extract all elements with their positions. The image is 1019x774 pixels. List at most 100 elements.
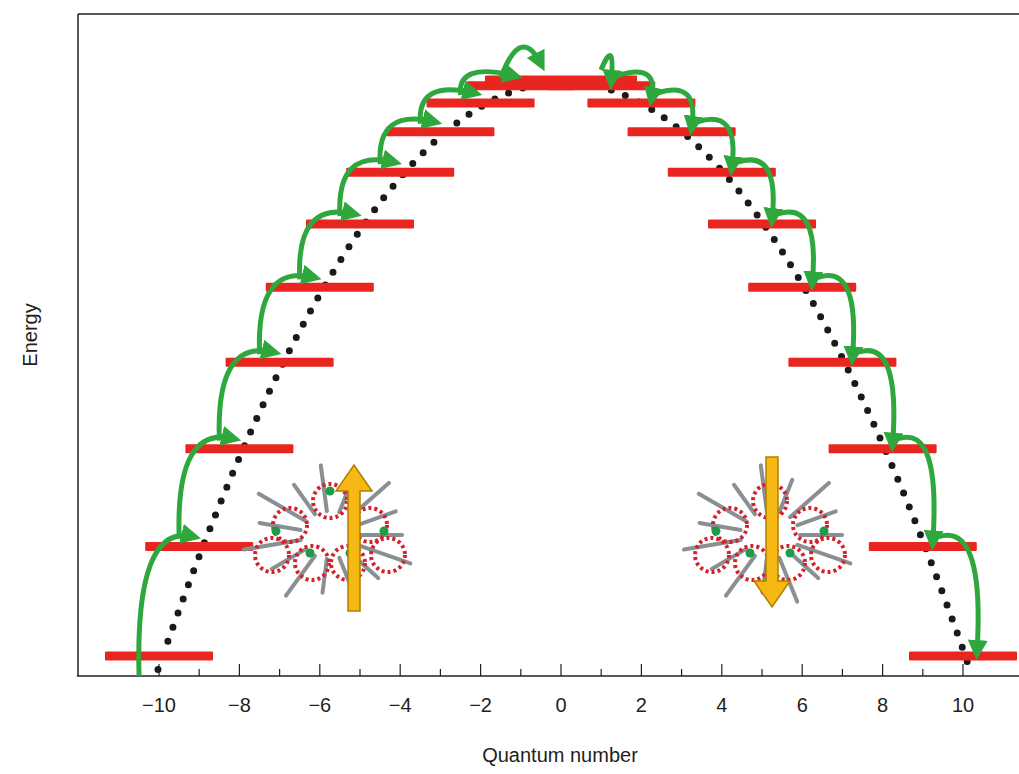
metal-atom [820,527,829,536]
axis-title: Quantum number [482,745,638,765]
energy-level [668,168,776,177]
ligand-stick [357,511,395,525]
energy-level [306,220,414,229]
energy-level [346,168,454,177]
spin-arrow [754,457,790,607]
tunnelling-arrow [657,90,692,128]
tunnelling-arrow [300,212,354,279]
axis-tick [560,664,561,676]
metal-atom [380,527,389,536]
tick-label: −10 [142,695,176,715]
oxo-ring [255,538,289,572]
axis-tick [520,669,521,676]
tick-label: 2 [636,695,647,715]
axis-tick [761,669,762,676]
metal-atom [326,487,335,496]
tunnelling-arrow [501,47,541,78]
axis-tick [922,669,923,676]
tunnelling-arrow [939,535,978,652]
axis-tick [601,669,602,676]
molecule-icon [244,465,410,611]
tick-label: 6 [797,695,808,715]
axis-tick [359,669,360,676]
metal-atom [306,549,315,558]
tunnelling-arrow [899,437,934,542]
tick-label: −4 [389,695,412,715]
ligand-stick [321,465,327,511]
energy-level [266,283,374,292]
potential-curve [158,82,970,670]
energy-level [427,99,535,108]
energy-level [708,220,816,229]
molecule-icon [684,457,850,607]
energy-level [547,81,655,90]
tunnelling-arrow [179,437,233,538]
axis-tick [480,664,481,676]
oxo-ring [811,538,845,572]
metal-atom [712,527,721,536]
energy-level [909,652,1017,661]
axis-tick [400,664,401,676]
tick-label: 8 [877,695,888,715]
tick-label: −8 [228,695,251,715]
tunnelling-arrow [818,276,853,359]
tunnelling-arrow [738,160,773,220]
ligand-stick [259,494,306,521]
axis-tick [802,664,803,676]
oxo-ring [295,546,329,580]
ligand-stick [797,511,835,525]
spin-arrow [336,465,372,611]
tunnelling-arrow [219,351,273,441]
tunnelling-arrow [617,72,652,99]
top-border [78,13,1019,15]
tunnelling-arrow [778,212,813,283]
oxo-ring [735,546,769,580]
tick-label: −6 [308,695,331,715]
axis-tick [882,664,883,676]
tunnelling-arrow [139,535,193,676]
axis-title: Energy [20,303,40,366]
tick-label: 10 [952,695,974,715]
axis-tick [721,664,722,676]
axis-tick [239,664,240,676]
axis-tick [681,669,682,676]
energy-level [226,358,334,367]
ligand-stick [700,523,741,530]
tunnelling-arrow [698,119,733,168]
y-axis [77,14,79,676]
axis-tick [962,664,963,676]
tick-label: 0 [555,695,566,715]
tunnelling-arrow [858,351,893,445]
plot-frame [77,14,1019,676]
axis-tick [319,664,320,676]
energy-level [628,127,736,136]
tick-label: 4 [716,695,727,715]
ligand-stick [260,523,301,530]
oxo-ring [713,508,747,542]
x-axis [77,675,1019,677]
tick-label: −2 [469,695,492,715]
axis-tick [199,669,200,676]
axis-tick [842,669,843,676]
tunnelling-arrow [380,119,434,164]
tunnelling-arrow [340,160,394,216]
oxo-ring [273,508,307,542]
metal-atom [786,549,795,558]
tunnelling-arrow [420,90,474,124]
tunnelling-arrow [460,72,514,95]
tunnelling-arrow [601,56,612,82]
tunnelling-arrow [259,275,313,354]
oxo-ring [695,538,729,572]
energy-level [386,127,494,136]
energy-level [105,652,213,661]
energy-level [748,283,856,292]
axis-tick [440,669,441,676]
ligand-stick [699,494,746,521]
energy-level [587,99,695,108]
metal-atom [746,549,755,558]
axis-tick [641,664,642,676]
oxo-ring [793,508,827,542]
oxo-ring [371,538,405,572]
